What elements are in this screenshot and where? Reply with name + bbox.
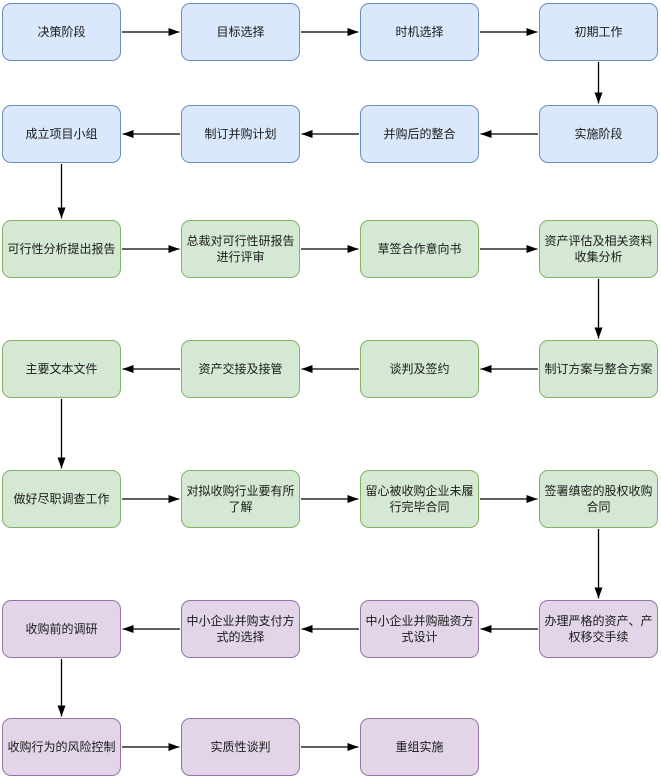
flow-node: 草签合作意向书 xyxy=(360,220,479,278)
flow-node: 总裁对可行性研报告进行评审 xyxy=(181,220,300,278)
flow-node-label: 重组实施 xyxy=(395,740,444,754)
flow-node-label: 总裁对可行性研报告进行评审 xyxy=(186,234,295,264)
flow-node-label: 资产交接及接管 xyxy=(198,362,283,376)
flow-node-label: 收购行为的风险控制 xyxy=(7,740,116,754)
flow-node: 签署缜密的股权收购合同 xyxy=(539,470,658,528)
flow-node-label: 决策阶段 xyxy=(37,25,86,39)
flow-node: 做好尽职调查工作 xyxy=(2,470,121,528)
flow-node-label: 初期工作 xyxy=(574,25,623,39)
flow-node-label: 制订方案与整合方案 xyxy=(544,362,653,376)
flow-node: 谈判及签约 xyxy=(360,340,479,398)
flow-node: 收购前的调研 xyxy=(2,600,121,658)
flow-node: 时机选择 xyxy=(360,3,479,61)
flow-node: 目标选择 xyxy=(181,3,300,61)
flow-node-label: 时机选择 xyxy=(395,25,444,39)
flow-node-label: 实质性谈判 xyxy=(210,740,271,754)
flow-node: 资产评估及相关资料收集分析 xyxy=(539,220,658,278)
flow-node-label: 目标选择 xyxy=(216,25,265,39)
flow-node-label: 中小企业并购支付方式的选择 xyxy=(186,614,295,644)
flow-node: 可行性分析提出报告 xyxy=(2,220,121,278)
flow-node-label: 草签合作意向书 xyxy=(377,242,462,256)
flow-node: 制订并购计划 xyxy=(181,105,300,163)
flow-node-label: 签署缜密的股权收购合同 xyxy=(544,484,653,514)
flow-node-label: 实施阶段 xyxy=(574,127,623,141)
flow-node-label: 谈判及签约 xyxy=(389,362,450,376)
flow-node: 收购行为的风险控制 xyxy=(2,718,121,776)
flow-node-label: 制订并购计划 xyxy=(204,127,277,141)
flow-node-label: 留心被收购企业未履行完毕合同 xyxy=(365,484,474,514)
flow-node: 办理严格的资产、产权移交手续 xyxy=(539,600,658,658)
flow-node: 实施阶段 xyxy=(539,105,658,163)
flow-node: 实质性谈判 xyxy=(181,718,300,776)
flow-node-label: 并购后的整合 xyxy=(383,127,456,141)
flow-node-label: 成立项目小组 xyxy=(25,127,98,141)
flow-node: 中小企业并购支付方式的选择 xyxy=(181,600,300,658)
flow-node: 决策阶段 xyxy=(2,3,121,61)
flow-node-label: 做好尽职调查工作 xyxy=(13,492,110,506)
flow-node: 对拟收购行业要有所了解 xyxy=(181,470,300,528)
flow-node: 成立项目小组 xyxy=(2,105,121,163)
flow-node: 资产交接及接管 xyxy=(181,340,300,398)
flow-node-label: 中小企业并购融资方式设计 xyxy=(365,614,474,644)
flow-node-label: 可行性分析提出报告 xyxy=(7,242,116,256)
flow-node: 主要文本文件 xyxy=(2,340,121,398)
flow-node-label: 办理严格的资产、产权移交手续 xyxy=(544,614,653,644)
flow-node-label: 对拟收购行业要有所了解 xyxy=(186,484,295,514)
flow-node-label: 主要文本文件 xyxy=(25,362,98,376)
flow-node: 重组实施 xyxy=(360,718,479,776)
flow-node-label: 资产评估及相关资料收集分析 xyxy=(544,234,653,264)
flow-node: 中小企业并购融资方式设计 xyxy=(360,600,479,658)
flow-node-label: 收购前的调研 xyxy=(25,622,98,636)
flow-node: 制订方案与整合方案 xyxy=(539,340,658,398)
flow-node: 留心被收购企业未履行完毕合同 xyxy=(360,470,479,528)
flow-node: 并购后的整合 xyxy=(360,105,479,163)
flow-node: 初期工作 xyxy=(539,3,658,61)
